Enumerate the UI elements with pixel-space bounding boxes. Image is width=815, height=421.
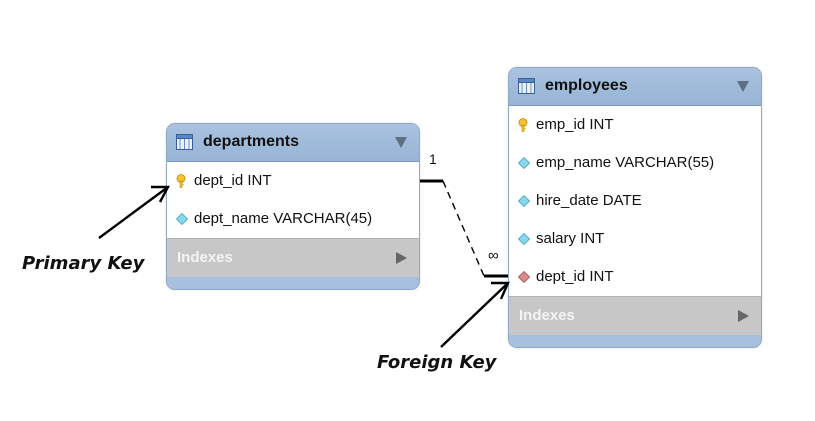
table-footer (509, 335, 761, 347)
primary-key-icon (518, 118, 528, 132)
column-row-dept-id-fk[interactable]: dept_id INT (509, 258, 761, 296)
expand-arrow-icon[interactable] (396, 252, 407, 264)
foreign-key-icon (518, 271, 530, 283)
departments-indexes[interactable]: Indexes (167, 238, 419, 277)
column-row-dept-name[interactable]: dept_name VARCHAR(45) (167, 200, 419, 238)
column-icon (518, 195, 530, 207)
indexes-label: Indexes (519, 307, 575, 324)
departments-table-title: departments (203, 133, 300, 150)
foreign-key-arrow (440, 281, 510, 348)
column-icon (518, 233, 530, 245)
table-icon (176, 134, 193, 150)
primary-key-icon (176, 174, 186, 188)
column-name: dept_id INT (536, 268, 614, 285)
column-row-emp-id[interactable]: emp_id INT (509, 106, 761, 144)
departments-table-header[interactable]: departments (167, 124, 419, 162)
column-name: dept_name VARCHAR(45) (194, 210, 373, 227)
column-name: emp_name VARCHAR(55) (536, 154, 715, 171)
employees-table-title: employees (545, 77, 628, 94)
column-row-hire-date[interactable]: hire_date DATE (509, 182, 761, 220)
table-footer (167, 277, 419, 289)
column-name: emp_id INT (536, 116, 614, 133)
collapse-arrow-icon[interactable] (737, 81, 749, 92)
column-row-dept-id[interactable]: dept_id INT (167, 162, 419, 200)
table-icon (518, 78, 535, 94)
column-row-emp-name[interactable]: emp_name VARCHAR(55) (509, 144, 761, 182)
expand-arrow-icon[interactable] (738, 310, 749, 322)
column-row-salary[interactable]: salary INT (509, 220, 761, 258)
employees-table-header[interactable]: employees (509, 68, 761, 106)
primary-key-arrow (98, 185, 170, 239)
indexes-label: Indexes (177, 249, 233, 266)
departments-table[interactable]: departments dept_id INT dept_name VARCHA… (166, 123, 420, 290)
employees-table[interactable]: employees emp_id INT emp_name VARCHAR(55… (508, 67, 762, 348)
primary-key-annotation: Primary Key (22, 253, 145, 274)
cardinality-many-label: ∞ (488, 247, 499, 264)
employees-indexes[interactable]: Indexes (509, 296, 761, 335)
column-icon (176, 213, 188, 225)
column-icon (518, 157, 530, 169)
departments-columns: dept_id INT dept_name VARCHAR(45) (167, 162, 419, 238)
employees-columns: emp_id INT emp_name VARCHAR(55) hire_dat… (509, 106, 761, 296)
column-name: salary INT (536, 230, 605, 247)
collapse-arrow-icon[interactable] (395, 137, 407, 148)
column-name: dept_id INT (194, 172, 272, 189)
cardinality-one-label: 1 (429, 151, 437, 167)
foreign-key-annotation: Foreign Key (377, 352, 497, 373)
column-name: hire_date DATE (536, 192, 642, 209)
